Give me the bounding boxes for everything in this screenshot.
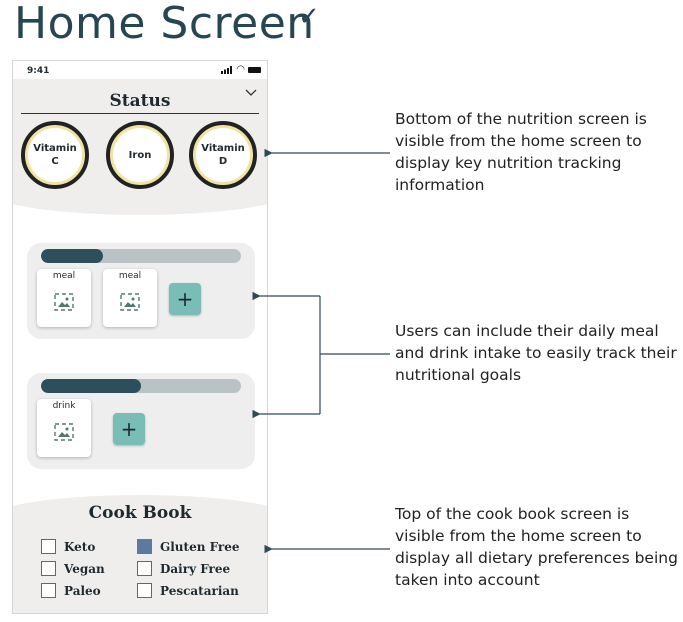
status-time: 9:41 [27, 66, 50, 76]
pref-pescatarian[interactable]: Pescatarian [137, 583, 239, 598]
note-cookbook: Top of the cook book screen is visible f… [395, 505, 678, 589]
status-divider [21, 113, 259, 114]
meal-progress-fill [41, 249, 103, 263]
cookbook-title: Cook Book [88, 503, 192, 523]
image-placeholder-icon [54, 423, 74, 441]
iron-indicator[interactable]: Iron [106, 121, 174, 189]
meal-tile[interactable]: meal [37, 269, 91, 327]
meal-progress-bar [41, 249, 241, 263]
checkbox-checked[interactable] [137, 539, 152, 554]
add-meal-button[interactable]: + [169, 283, 201, 315]
pref-label: Paleo [64, 583, 101, 598]
page-title: Home Screen [14, 0, 315, 49]
note-nutrition: Bottom of the nutrition screen is visibl… [395, 110, 647, 194]
pref-label: Keto [64, 539, 96, 554]
battery-icon [248, 67, 261, 73]
pref-vegan[interactable]: Vegan [41, 561, 105, 576]
pref-keto[interactable]: Keto [41, 539, 95, 554]
meal-tile[interactable]: meal [103, 269, 157, 327]
chevron-down-icon[interactable] [245, 85, 257, 101]
checkbox[interactable] [137, 561, 152, 576]
checkbox[interactable] [41, 561, 56, 576]
pref-label: Gluten Free [160, 539, 240, 554]
checkbox[interactable] [41, 583, 56, 598]
checkbox[interactable] [41, 539, 56, 554]
drink-tile[interactable]: drink [37, 399, 91, 457]
meal-tile-label: meal [118, 271, 142, 281]
meal-intake-card: meal meal + [27, 243, 255, 339]
meal-tile-label: meal [52, 271, 76, 281]
status-bar: 9:41 ◠ [13, 61, 267, 79]
drink-tile-label: drink [52, 401, 76, 411]
pref-label: Dairy Free [160, 561, 231, 576]
phone-mockup: 9:41 ◠ Status Vitamin C Iron Vitamin D m… [12, 60, 268, 614]
drink-intake-card: drink + [27, 373, 255, 469]
pref-dairy-free[interactable]: Dairy Free [137, 561, 230, 576]
note-intake: Users can include their daily meal and d… [395, 322, 677, 384]
vitamin-label: Vitamin C [33, 143, 77, 167]
vitamin-d-indicator[interactable]: Vitamin D [189, 121, 257, 189]
drink-progress-bar [41, 379, 241, 393]
vitamin-label: Vitamin D [201, 143, 245, 167]
pref-label: Vegan [64, 561, 105, 576]
image-placeholder-icon [120, 293, 140, 311]
checkmark-icon: ✓ [298, 2, 320, 32]
signal-icon [221, 66, 232, 74]
add-drink-button[interactable]: + [113, 413, 145, 445]
status-title: Status [109, 91, 171, 111]
image-placeholder-icon [54, 293, 74, 311]
pref-paleo[interactable]: Paleo [41, 583, 101, 598]
pref-gluten-free[interactable]: Gluten Free [137, 539, 240, 554]
vitamin-label: Iron [128, 149, 152, 161]
vitamin-c-indicator[interactable]: Vitamin C [21, 121, 89, 189]
pref-label: Pescatarian [160, 583, 239, 598]
wifi-icon: ◠ [236, 64, 245, 75]
drink-progress-fill [41, 379, 141, 393]
checkbox[interactable] [137, 583, 152, 598]
